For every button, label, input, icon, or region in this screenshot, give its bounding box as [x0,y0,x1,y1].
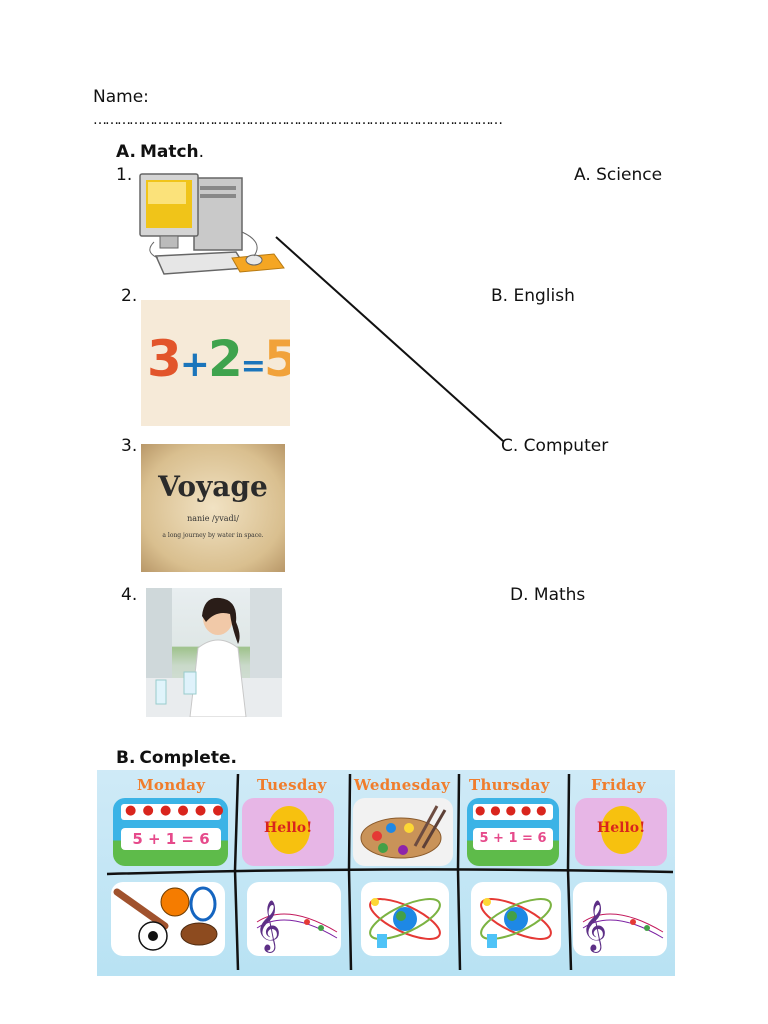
item-number-3: 3. [121,436,138,456]
math-plus: + [179,344,210,385]
item-number-4: 4. [121,585,138,605]
name-label: Name: [93,87,149,107]
day-friday: Friday [591,776,646,794]
day-tuesday: Tuesday [257,776,327,794]
answer-maths[interactable]: D. Maths [510,585,586,605]
answer-science[interactable]: A. Science [574,165,663,185]
item-number-1: 1. [116,165,133,185]
svg-text:𝄞: 𝄞 [581,900,607,953]
section-b-heading: B.Complete. [116,748,237,768]
thursday-sum: 5 + 1 = 6 [473,828,553,850]
scientist-picture [146,588,282,717]
monday-sports-card[interactable] [111,882,225,956]
voyage-definition: a long journey by water in space. [162,532,264,539]
math-picture: 3+2=5 [141,300,290,426]
section-b-letter: B. [116,748,136,768]
voyage-pronunciation: nanie /yvadi/ [187,514,239,523]
wednesday-art-card[interactable] [353,798,453,866]
day-thursday: Thursday [469,776,550,794]
thursday-maths-card[interactable]: ● ● ● ● ● 5 + 1 = 6 [467,798,559,866]
wednesday-science-card[interactable] [361,882,449,956]
math-digit-3: 3 [147,330,182,388]
thursday-science-card[interactable] [471,882,561,956]
math-digit-2: 2 [207,330,243,388]
svg-text:𝄞: 𝄞 [255,900,281,953]
answer-computer[interactable]: C. Computer [501,436,609,456]
friday-english-card[interactable]: Hello! [575,798,667,866]
day-wednesday: Wednesday [354,776,451,794]
voyage-picture: Voyage nanie /yvadi/ a long journey by w… [141,444,285,572]
tuesday-english-card[interactable]: Hello! [242,798,334,866]
tuesday-hello: Hello! [264,820,313,836]
math-digit-5: 5 [263,330,290,388]
section-a-letter: A. [116,142,136,162]
monday-sum: 5 + 1 = 6 [121,828,221,850]
computer-picture [134,172,286,284]
timetable-grid [106,773,674,971]
monday-maths-card[interactable]: ● ● ● ● ● ● 5 + 1 = 6 [113,798,228,866]
tuesday-music-card[interactable]: 𝄞 [247,882,341,956]
section-a-heading: A.Match. [116,142,204,162]
friday-hello: Hello! [597,820,646,836]
section-a-title: Match [139,142,199,162]
math-equals: = [240,349,266,384]
day-monday: Monday [137,776,206,794]
answer-english[interactable]: B. English [491,286,575,306]
section-a-punct: . [198,142,205,162]
timetable: Monday Tuesday Wednesday Thursday Friday… [97,770,675,976]
item-number-2: 2. [121,286,138,306]
section-b-title: Complete. [139,748,237,768]
friday-music-card[interactable]: 𝄞 [573,882,667,956]
name-dotted-line[interactable]: ………………………………………………………………………………………… [93,112,503,126]
voyage-word: Voyage [158,470,268,503]
